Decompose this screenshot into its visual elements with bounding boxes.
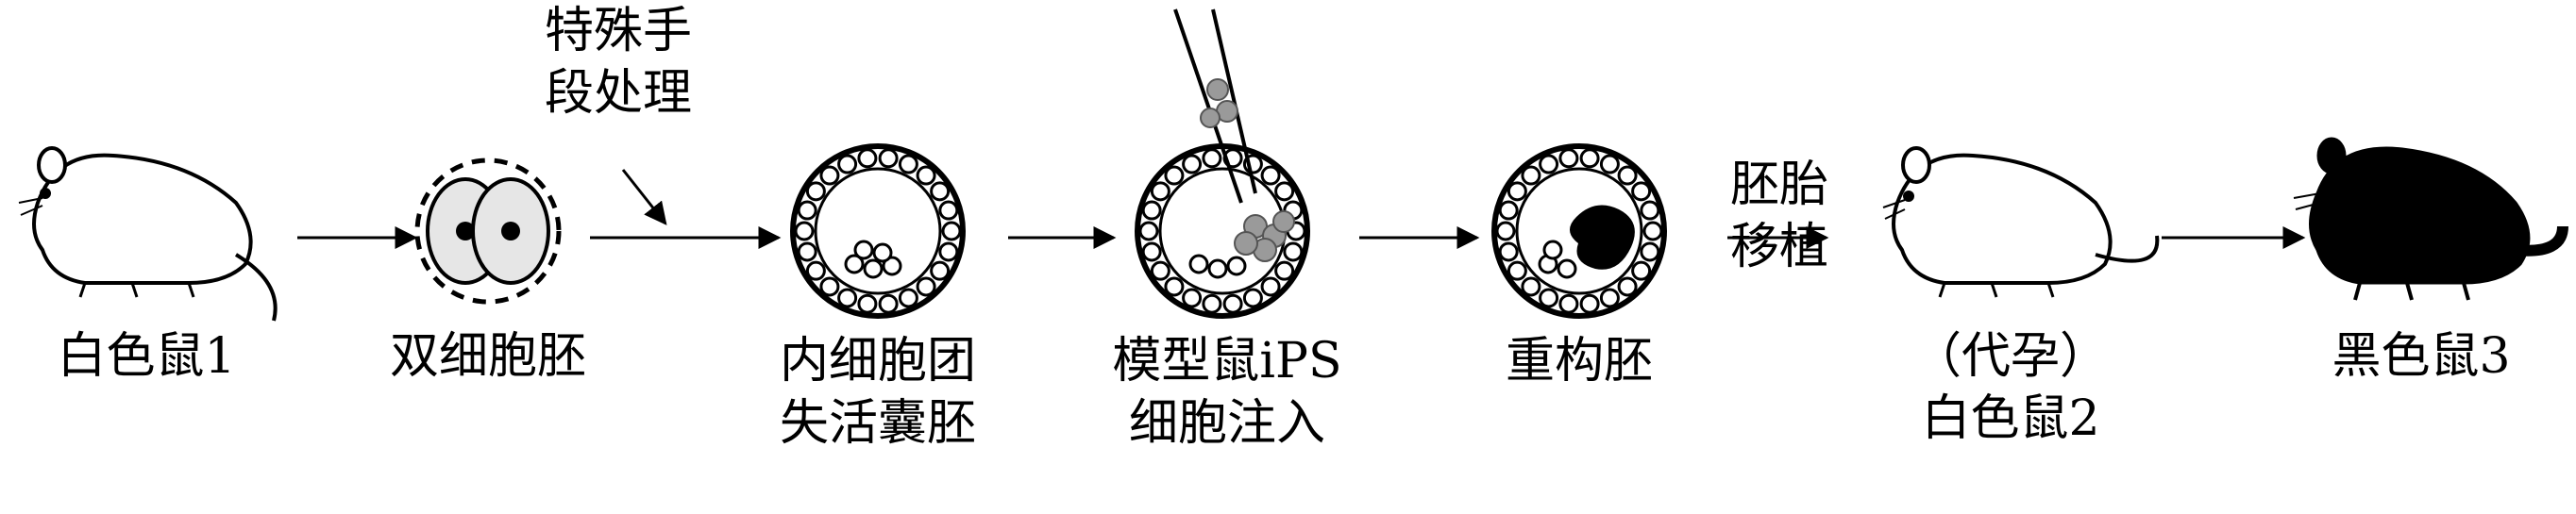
trophoblast-cell xyxy=(1558,148,1579,169)
trophoblast-cell xyxy=(898,288,918,308)
trophoblast-cell xyxy=(941,221,962,241)
trophoblast-cell xyxy=(1617,276,1638,297)
trophoblast-cell xyxy=(1260,276,1281,297)
trophoblast-cell xyxy=(837,288,858,308)
stage-label-reconstructed: 重构胚 xyxy=(1505,333,1654,390)
trophoblast-cell xyxy=(938,241,959,262)
trophoblast-cell xyxy=(857,148,878,169)
trophoblast-cell xyxy=(1640,200,1660,221)
trophoblast-cell xyxy=(1222,293,1243,314)
trophoblast-cell xyxy=(1507,260,1527,281)
trophoblast-cell xyxy=(916,276,936,297)
ips-injection-icon xyxy=(1135,8,1310,319)
trophoblast-cell xyxy=(837,154,858,174)
injection-pipette-icon xyxy=(1173,8,1257,204)
stage-label-blastocyst: 内细胞团 失活囊胚 xyxy=(779,333,977,452)
inner-cell xyxy=(853,240,874,260)
inner-cell xyxy=(872,242,893,263)
inner-cell xyxy=(1226,256,1247,276)
trophoblast-cell xyxy=(1260,165,1281,186)
trophoblast-cell xyxy=(898,154,918,174)
special-treatment-label: 特殊手 段处理 xyxy=(544,3,693,122)
trophoblast-cell xyxy=(1182,288,1203,308)
embryo-transfer-label: 胚胎 移植 xyxy=(1729,157,1829,275)
process-arrows xyxy=(297,169,2306,249)
white-mouse-1-icon xyxy=(18,146,278,322)
two-cell-embryo-icon xyxy=(414,158,562,305)
inner-cell xyxy=(1557,258,1577,279)
trophoblast-cell xyxy=(857,293,878,314)
blastocyst-icon xyxy=(790,143,966,319)
trophoblast-cell xyxy=(1164,165,1185,186)
inner-cell xyxy=(882,256,902,276)
trophoblast-cell xyxy=(1274,260,1295,281)
trophoblast-cell xyxy=(797,241,817,262)
stage-label-mouse1: 白色鼠1 xyxy=(57,328,236,385)
trophoblast-cell xyxy=(819,276,840,297)
trophoblast-cell xyxy=(1521,276,1541,297)
inner-cell xyxy=(844,254,865,274)
inner-cell xyxy=(1207,258,1228,279)
trophoblast-cell xyxy=(1202,148,1222,169)
inner-cell xyxy=(863,258,884,279)
trophoblast-cell xyxy=(794,221,815,241)
trophoblast-cell xyxy=(1242,288,1263,308)
trophoblast-cell xyxy=(1642,221,1663,241)
inner-cell xyxy=(1188,254,1209,274)
trophoblast-cell xyxy=(1521,165,1541,186)
stage-label-ips: 模型鼠iPS 细胞注入 xyxy=(1112,333,1342,452)
stage-label-mouse2: （代孕） 白色鼠2 xyxy=(1911,328,2110,447)
inner-cell xyxy=(1542,240,1563,260)
trophoblast-cell xyxy=(1631,181,1652,202)
trophoblast-cell xyxy=(878,293,899,314)
trophoblast-cell xyxy=(1579,148,1600,169)
trophoblast-cell xyxy=(1617,165,1638,186)
trophoblast-cell xyxy=(797,200,817,221)
trophoblast-cell xyxy=(1507,181,1527,202)
trophoblast-cell xyxy=(1495,221,1516,241)
trophoblast-cell xyxy=(1150,260,1170,281)
trophoblast-cell xyxy=(1164,276,1185,297)
ips-derived-mass xyxy=(1569,205,1635,270)
trophoblast-cell xyxy=(938,200,959,221)
trophoblast-cell xyxy=(819,165,840,186)
trophoblast-cell xyxy=(1283,241,1304,262)
trophoblast-cell xyxy=(805,181,826,202)
ips-cell-cluster xyxy=(1234,210,1295,262)
stage-label-two-cell: 双细胞胚 xyxy=(389,328,587,385)
trophoblast-cell xyxy=(1579,293,1600,314)
trophoblast-cell xyxy=(930,260,951,281)
trophoblast-cell xyxy=(878,148,899,169)
trophoblast-cell xyxy=(930,181,951,202)
trophoblast-cell xyxy=(916,165,936,186)
trophoblast-cell xyxy=(1599,288,1620,308)
black-mouse-3-icon xyxy=(2293,137,2568,301)
trophoblast-cell xyxy=(1498,200,1519,221)
trophoblast-cell xyxy=(1558,293,1579,314)
trophoblast-cell xyxy=(1498,241,1519,262)
trophoblast-cell xyxy=(1141,200,1162,221)
trophoblast-cell xyxy=(1640,241,1660,262)
trophoblast-cell xyxy=(1631,260,1652,281)
trophoblast-cell xyxy=(1539,288,1559,308)
trophoblast-cell xyxy=(1274,181,1295,202)
arrow-2-label-pointer xyxy=(621,169,667,225)
stage-label-mouse3: 黑色鼠3 xyxy=(2332,328,2511,385)
trophoblast-cell xyxy=(1141,241,1162,262)
trophoblast-cell xyxy=(1182,154,1203,174)
trophoblast-cell xyxy=(1202,293,1222,314)
trophoblast-cell xyxy=(1138,221,1159,241)
reconstructed-embryo-icon xyxy=(1491,143,1667,319)
white-mouse-2-icon xyxy=(1882,146,2160,298)
trophoblast-cell xyxy=(805,260,826,281)
trophoblast-cell xyxy=(1150,181,1170,202)
trophoblast-cell xyxy=(1539,154,1559,174)
trophoblast-cell xyxy=(1599,154,1620,174)
